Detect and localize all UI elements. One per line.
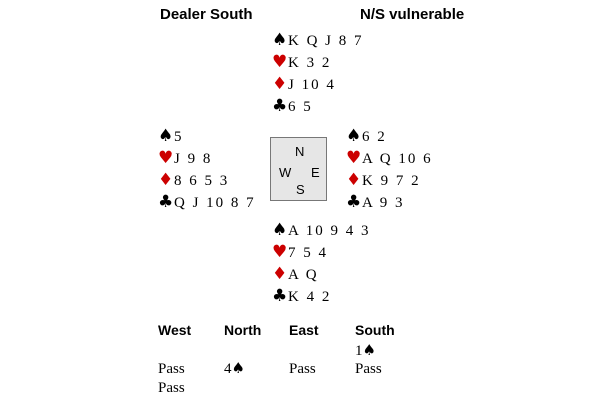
spade-icon: ♠ — [362, 341, 376, 359]
auction-header-west: West — [158, 322, 192, 338]
west-diamonds: 8 6 5 3 — [174, 173, 230, 189]
auction-header-east: East — [289, 322, 319, 338]
south-clubs-row: ♣K 4 2 — [272, 285, 371, 307]
north-clubs-row: ♣6 5 — [272, 95, 364, 117]
heart-icon: ♥ — [346, 148, 362, 168]
spade-icon: ♠ — [272, 30, 288, 50]
vulnerability-label: N/S vulnerable — [360, 6, 465, 23]
east-hand: ♠6 2 ♥A Q 10 6 ♦K 9 7 2 ♣A 9 3 — [346, 125, 433, 213]
club-icon: ♣ — [346, 192, 362, 212]
north-diamonds: J 10 4 — [288, 77, 336, 93]
north-hearts-row: ♥K 3 2 — [272, 51, 364, 73]
diamond-icon: ♦ — [158, 170, 174, 190]
east-diamonds-row: ♦K 9 7 2 — [346, 169, 433, 191]
bid-south-opening: 1♠ — [355, 341, 376, 360]
diamond-icon: ♦ — [272, 74, 288, 94]
compass-west: W — [279, 165, 292, 180]
north-clubs: 6 5 — [288, 99, 313, 115]
east-spades: 6 2 — [362, 129, 387, 145]
dealer-label: Dealer South — [160, 6, 253, 23]
south-spades-row: ♠A 10 9 4 3 — [272, 219, 371, 241]
west-hearts-row: ♥J 9 8 — [158, 147, 256, 169]
south-diamonds-row: ♦A Q — [272, 263, 371, 285]
compass-east: E — [311, 165, 320, 180]
east-spades-row: ♠6 2 — [346, 125, 433, 147]
south-hand: ♠A 10 9 4 3 ♥7 5 4 ♦A Q ♣K 4 2 — [272, 219, 371, 307]
bid-south-1: Pass — [355, 361, 382, 377]
west-clubs: Q J 10 8 7 — [174, 195, 256, 211]
auction-header-north: North — [224, 322, 262, 338]
north-diamonds-row: ♦J 10 4 — [272, 73, 364, 95]
west-clubs-row: ♣Q J 10 8 7 — [158, 191, 256, 213]
bid-level: 4 — [224, 361, 232, 377]
west-spades: 5 — [174, 129, 184, 145]
west-spades-row: ♠5 — [158, 125, 256, 147]
spade-icon: ♠ — [272, 220, 288, 240]
east-hearts: A Q 10 6 — [362, 151, 433, 167]
heart-icon: ♥ — [272, 242, 288, 262]
north-spades-row: ♠K Q J 8 7 — [272, 29, 364, 51]
diamond-icon: ♦ — [272, 264, 288, 284]
east-clubs-row: ♣A 9 3 — [346, 191, 433, 213]
club-icon: ♣ — [158, 192, 174, 212]
north-hand: ♠K Q J 8 7 ♥K 3 2 ♦J 10 4 ♣6 5 — [272, 29, 364, 117]
diamond-icon: ♦ — [346, 170, 362, 190]
north-spades: K Q J 8 7 — [288, 33, 364, 49]
bid-west-2: Pass — [158, 380, 185, 396]
bid-north-1: 4♠ — [224, 359, 245, 378]
south-spades: A 10 9 4 3 — [288, 223, 371, 239]
club-icon: ♣ — [272, 96, 288, 116]
heart-icon: ♥ — [158, 148, 174, 168]
north-hearts: K 3 2 — [288, 55, 332, 71]
auction-header-south: South — [355, 322, 395, 338]
south-hearts: 7 5 4 — [288, 245, 328, 261]
compass-south: S — [296, 182, 305, 197]
south-clubs: K 4 2 — [288, 289, 332, 305]
bid-east-1: Pass — [289, 361, 316, 377]
west-hand: ♠5 ♥J 9 8 ♦8 6 5 3 ♣Q J 10 8 7 — [158, 125, 256, 213]
west-diamonds-row: ♦8 6 5 3 — [158, 169, 256, 191]
east-hearts-row: ♥A Q 10 6 — [346, 147, 433, 169]
west-hearts: J 9 8 — [174, 151, 213, 167]
heart-icon: ♥ — [272, 52, 288, 72]
south-hearts-row: ♥7 5 4 — [272, 241, 371, 263]
east-diamonds: K 9 7 2 — [362, 173, 421, 189]
spade-icon: ♠ — [231, 359, 245, 377]
spade-icon: ♠ — [158, 126, 174, 146]
spade-icon: ♠ — [346, 126, 362, 146]
east-clubs: A 9 3 — [362, 195, 405, 211]
bid-west-1: Pass — [158, 361, 185, 377]
south-diamonds: A Q — [288, 267, 319, 283]
bid-level: 1 — [355, 343, 363, 359]
compass-north: N — [295, 144, 305, 159]
club-icon: ♣ — [272, 286, 288, 306]
compass-box: N W E S — [270, 137, 327, 201]
